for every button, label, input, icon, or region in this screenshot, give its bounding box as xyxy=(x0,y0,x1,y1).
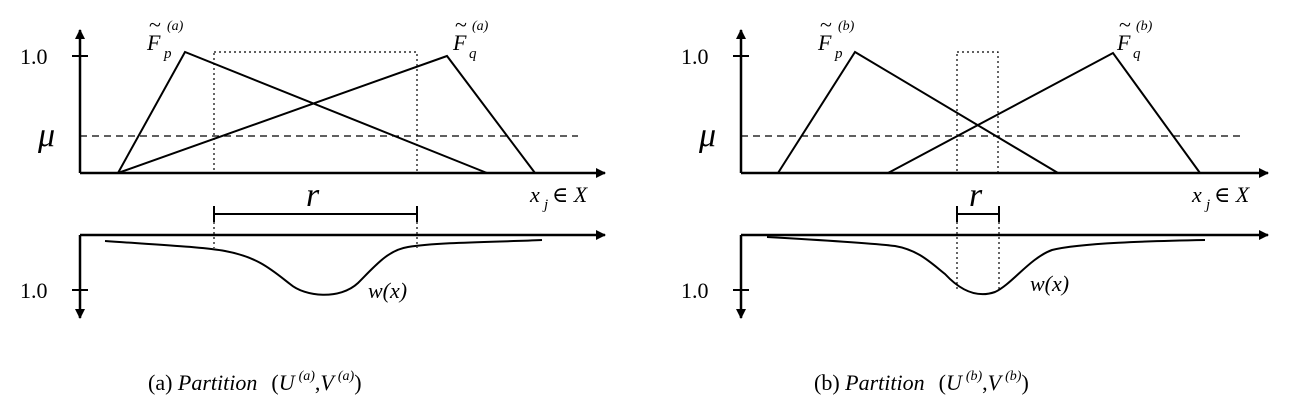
fq-label-a: F ~ q (a) xyxy=(452,12,489,62)
membership-fp-b xyxy=(777,50,1059,174)
mu-label-b: μ xyxy=(698,117,716,154)
w-label-a: w(x) xyxy=(368,278,407,303)
svg-text:~: ~ xyxy=(149,12,161,37)
ytick-label-b: 1.0 xyxy=(681,44,709,69)
svg-text:F: F xyxy=(817,30,832,55)
fp-label-a: F ~ p (a) xyxy=(146,12,184,62)
panel-b: 1.0 μ F ~ p (b) F ~ q (b) x j ∈ X r xyxy=(681,12,1269,395)
svg-text:(b): (b) xyxy=(1136,19,1153,34)
svg-text:j: j xyxy=(542,197,548,213)
caption-b: (b) Partition(U(b),V(b)) xyxy=(814,369,1029,395)
r-label-b: r xyxy=(969,177,983,214)
svg-text:p: p xyxy=(163,46,172,62)
svg-text:(a): (a) xyxy=(472,19,489,34)
svg-text:~: ~ xyxy=(1119,12,1131,37)
r-region-box-b xyxy=(956,51,999,174)
svg-text:p: p xyxy=(834,46,843,62)
fp-label-b: F ~ p (b) xyxy=(817,12,855,62)
w-ytick-label-a: 1.0 xyxy=(20,278,48,303)
w-curve-b xyxy=(766,236,1206,296)
svg-text:q: q xyxy=(1133,46,1141,62)
w-ytick-label-b: 1.0 xyxy=(681,278,709,303)
fq-label-b: F ~ q (b) xyxy=(1116,12,1153,62)
w-curve-a xyxy=(104,239,543,296)
svg-text:~: ~ xyxy=(455,12,467,37)
mu-label-a: μ xyxy=(37,117,55,154)
w-label-b: w(x) xyxy=(1030,271,1069,296)
r-region-box-a xyxy=(213,51,418,174)
svg-text:x: x xyxy=(1191,182,1202,207)
panel-a: 1.0 μ F ~ p (a) F ~ q (a) x j ∈ X xyxy=(20,12,606,395)
svg-text:j: j xyxy=(1204,197,1210,213)
membership-fq-b xyxy=(887,51,1201,174)
svg-text:F: F xyxy=(1116,30,1131,55)
svg-text:∈ X: ∈ X xyxy=(552,182,589,207)
svg-text:F: F xyxy=(452,30,467,55)
svg-text:F: F xyxy=(146,30,161,55)
ytick-label-a: 1.0 xyxy=(20,44,48,69)
x-axis-label-a: x j ∈ X xyxy=(529,182,589,213)
svg-text:x: x xyxy=(529,182,540,207)
svg-text:∈ X: ∈ X xyxy=(1214,182,1251,207)
svg-text:(a): (a) xyxy=(167,19,184,34)
svg-text:(b): (b) xyxy=(838,19,855,34)
r-label-a: r xyxy=(306,177,320,214)
caption-a: (a) Partition(U(a),V(a)) xyxy=(148,369,362,395)
membership-fp-a xyxy=(117,50,488,174)
x-axis-label-b: x j ∈ X xyxy=(1191,182,1251,213)
membership-fq-a xyxy=(117,54,536,174)
svg-text:~: ~ xyxy=(820,12,832,37)
svg-text:q: q xyxy=(469,46,477,62)
